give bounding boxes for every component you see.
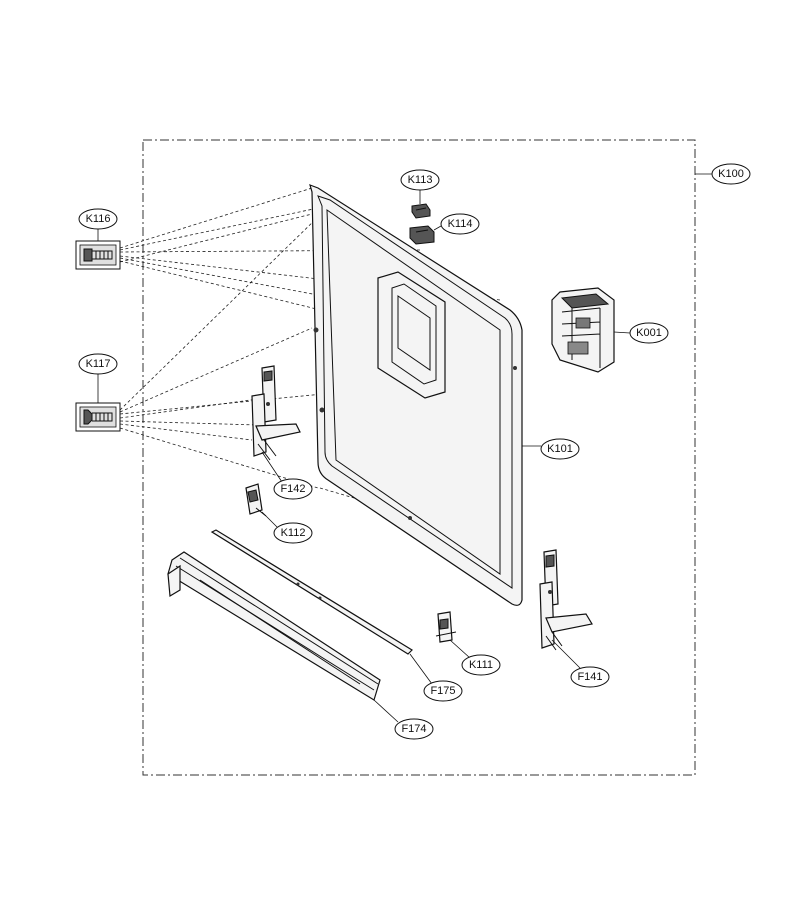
- label-f141: F141: [577, 671, 602, 683]
- part-k113: [411, 203, 431, 219]
- callout-k111: K111: [449, 639, 501, 676]
- door-panel-k101: [309, 184, 523, 606]
- part-k112: [245, 483, 267, 517]
- label-k112: K112: [281, 527, 306, 539]
- callout-k101: K101: [522, 438, 580, 460]
- part-k111: [435, 611, 457, 643]
- part-k114: [409, 225, 435, 245]
- callout-k001: K001: [613, 322, 669, 344]
- callout-f141: F141: [551, 639, 610, 688]
- callout-f175: F175: [409, 653, 463, 702]
- assembly-boundary: [142, 139, 696, 776]
- label-f142: F142: [280, 483, 305, 495]
- label-k100: K100: [718, 168, 744, 180]
- part-k001: [551, 287, 615, 373]
- label-k111: K111: [469, 659, 493, 671]
- strip-f175: [210, 529, 413, 655]
- label-k101: K101: [547, 443, 573, 455]
- label-k117: K117: [86, 358, 111, 370]
- screw-k116: [75, 240, 121, 270]
- hinge-f141: [539, 549, 593, 651]
- label-k113: K113: [408, 174, 433, 186]
- callout-k113: K113: [400, 169, 440, 204]
- label-k001: K001: [636, 327, 662, 339]
- hinge-f142: [251, 365, 301, 461]
- callout-k114: K114: [433, 213, 480, 235]
- callout-f174: F174: [373, 699, 434, 740]
- callout-k112: K112: [261, 511, 313, 544]
- callout-k116: K116: [78, 208, 118, 241]
- label-f175: F175: [430, 685, 455, 697]
- callout-k100: K100: [695, 163, 751, 185]
- label-f174: F174: [401, 723, 426, 735]
- screw-k117: [75, 402, 121, 432]
- callout-k117: K117: [78, 353, 118, 403]
- callout-f142: F142: [261, 451, 313, 500]
- label-k116: K116: [86, 213, 111, 225]
- trim-f174: [167, 551, 381, 701]
- label-k114: K114: [448, 218, 473, 230]
